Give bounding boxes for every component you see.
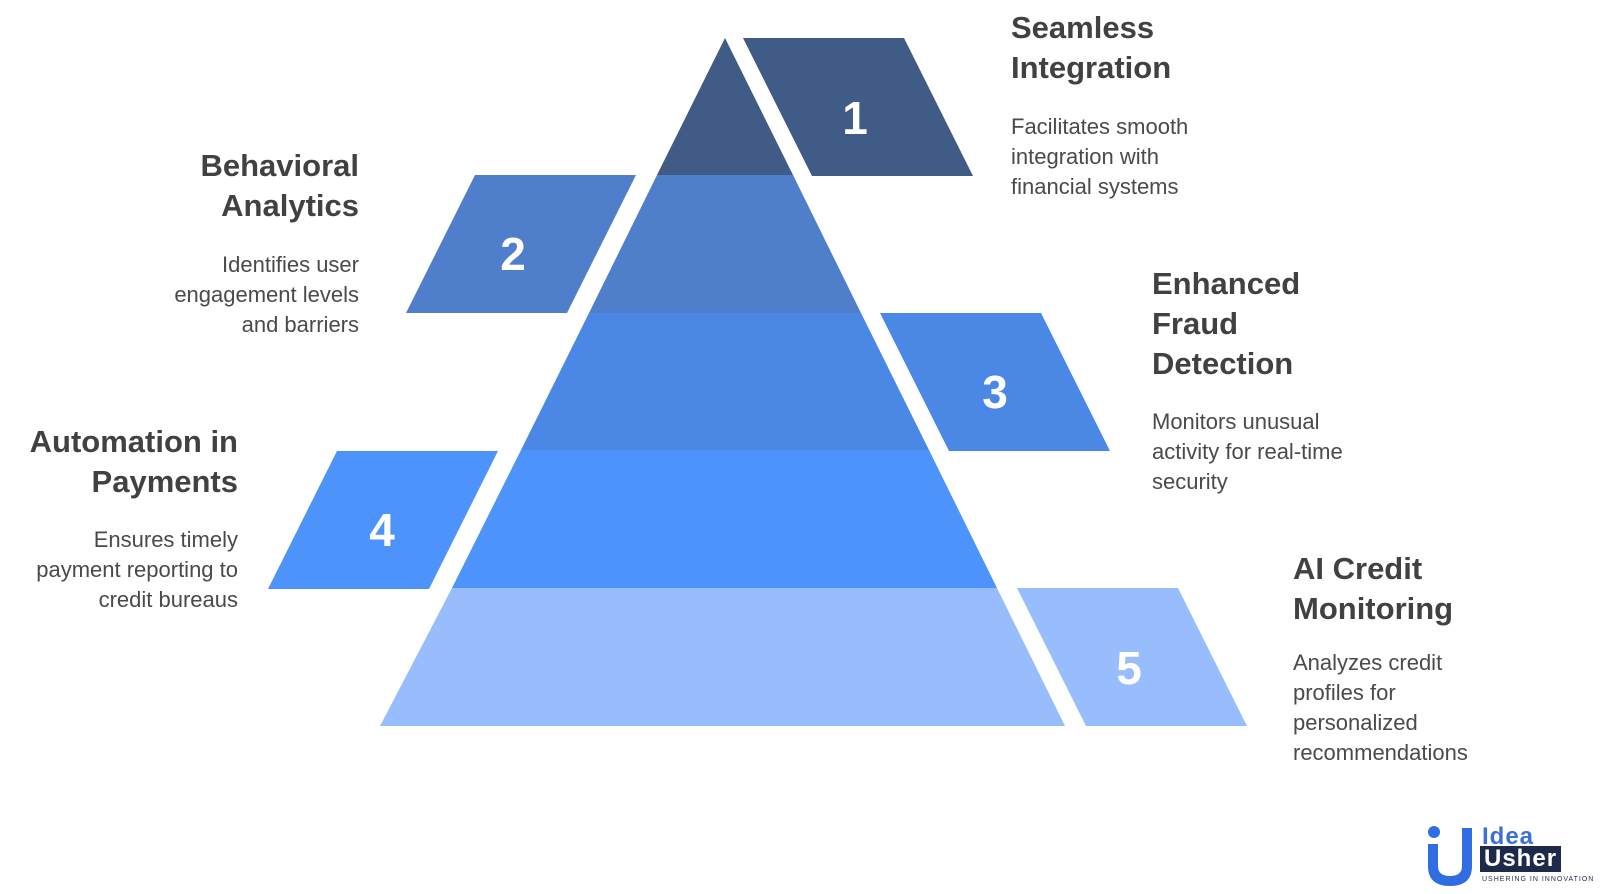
level-1-title: Seamless Integration (1011, 10, 1172, 85)
logo-word-idea: Idea (1482, 823, 1535, 850)
level-3-description: Monitors unusual activity for real-time … (1152, 409, 1343, 494)
pyramid-layer-4 (452, 450, 997, 588)
level-1-number: 1 (842, 92, 868, 144)
level-5-description: Analyzes credit profiles for personalize… (1293, 650, 1468, 765)
logo-tagline: USHERING IN INNOVATION (1482, 876, 1595, 883)
pyramid-layer-2 (589, 175, 861, 313)
level-1-tab (743, 38, 973, 176)
level-3-title: Enhanced Fraud Detection (1152, 266, 1301, 381)
level-4-description: Ensures timely payment reporting to cred… (36, 527, 238, 612)
level-4-title: Automation in Payments (29, 424, 238, 499)
level-2-title: Behavioral Analytics (200, 148, 359, 223)
pyramid-layer-1 (657, 38, 793, 175)
level-5-tab (1017, 588, 1247, 726)
level-3-number: 3 (982, 366, 1008, 418)
logo-u-icon (1428, 826, 1472, 886)
pyramid-layer-5 (380, 588, 1065, 726)
level-5-number: 5 (1116, 642, 1142, 694)
level-2-tab (406, 175, 636, 313)
level-4-number: 4 (369, 504, 395, 556)
level-1-description: Facilitates smooth integration with fina… (1011, 114, 1189, 199)
level-5-title: AI Credit Monitoring (1293, 551, 1454, 626)
level-2-number: 2 (500, 228, 526, 280)
idea-usher-logo: Idea Usher USHERING IN INNOVATION (1424, 824, 1594, 890)
level-2-description: Identifies user engagement levels and ba… (174, 252, 359, 337)
logo-word-usher: Usher (1480, 846, 1562, 872)
level-3-tab (880, 313, 1110, 451)
pyramid-layer-3 (521, 313, 929, 450)
level-4-tab (268, 451, 498, 589)
